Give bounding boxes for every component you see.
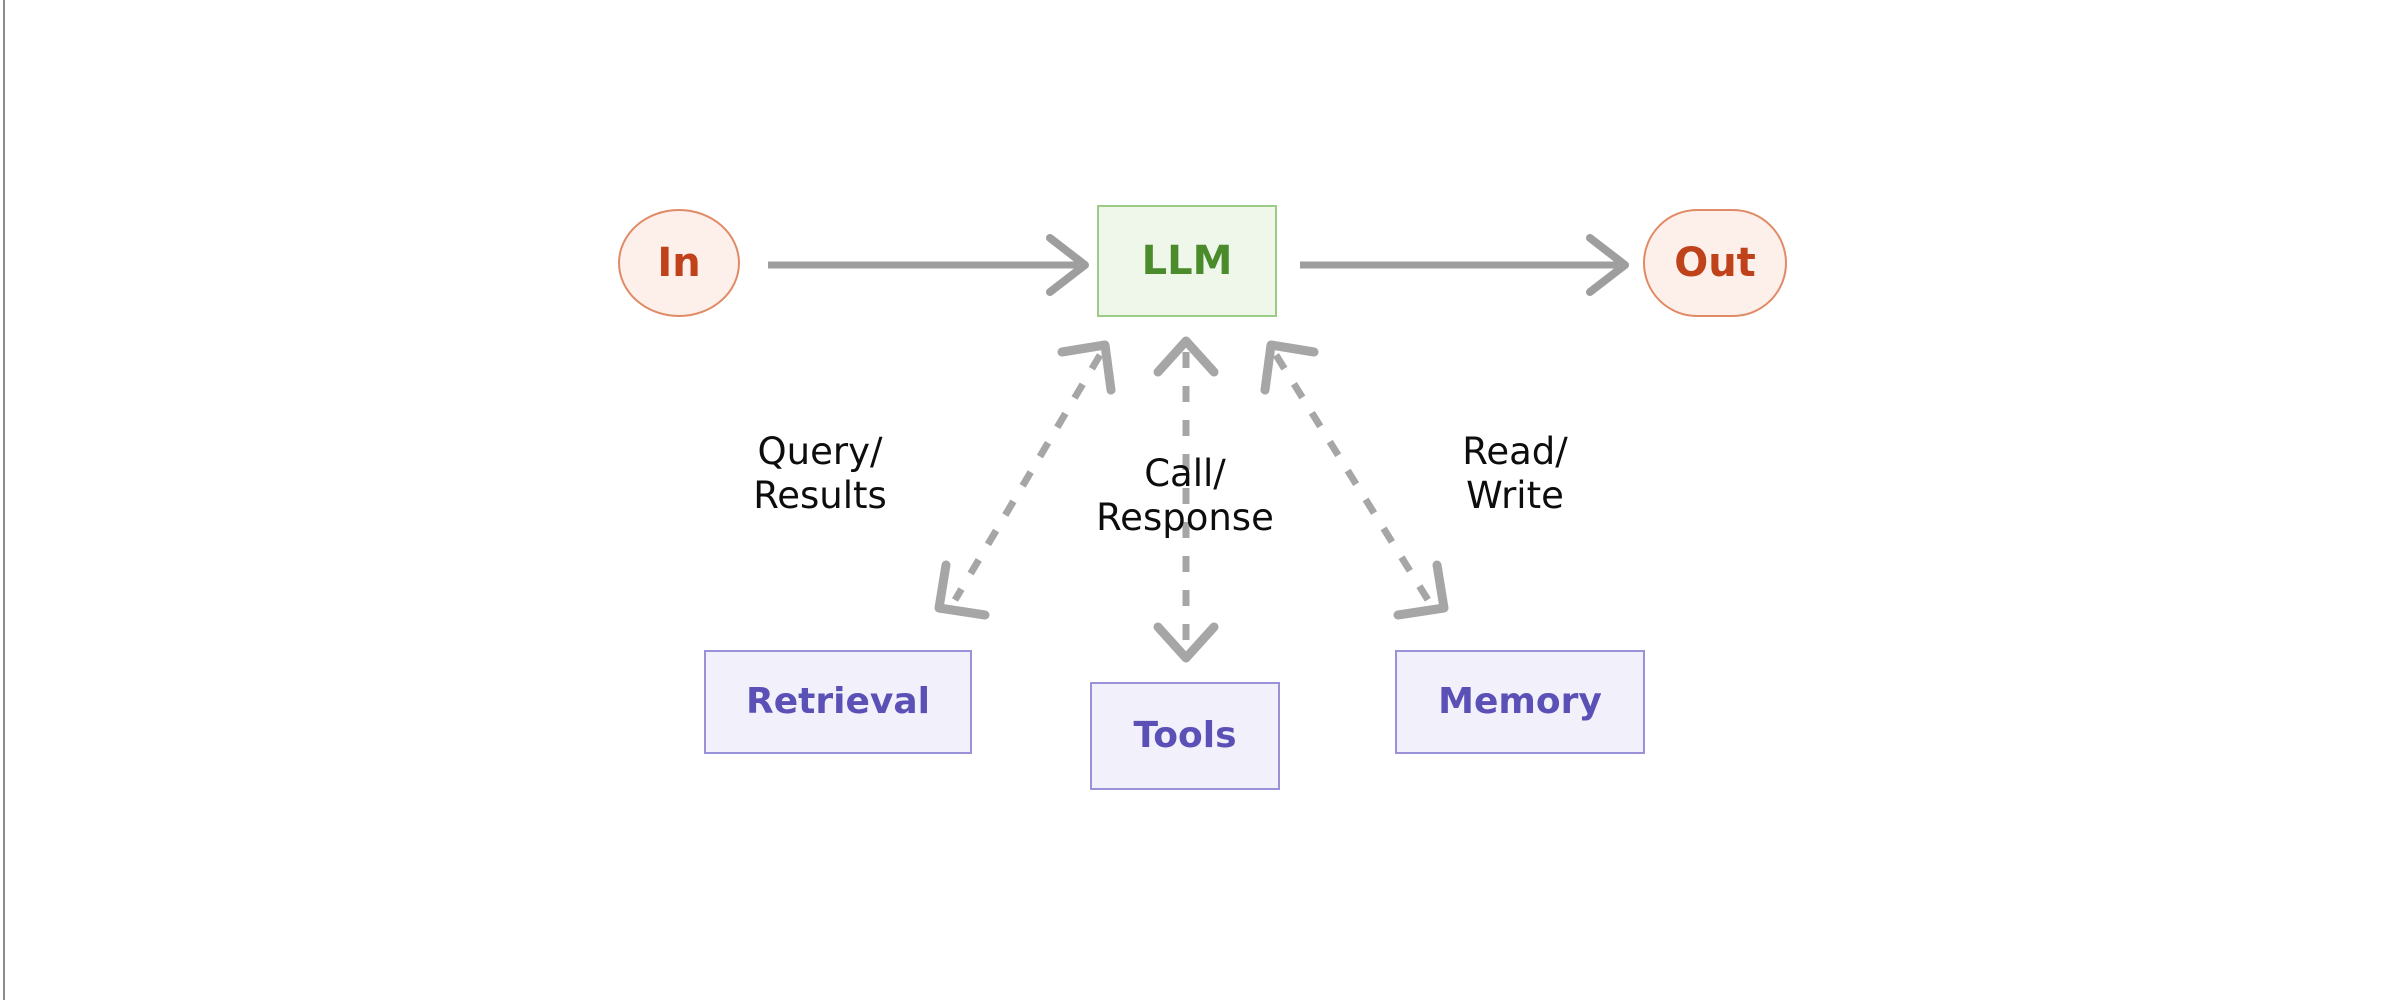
frame-left-rule <box>3 0 5 1000</box>
node-tools-label: Tools <box>1133 715 1237 757</box>
node-in-label: In <box>657 240 701 286</box>
edge-label-read-write: Read/ Write <box>1462 430 1568 517</box>
edge-label-query-results: Query/ Results <box>753 430 887 517</box>
node-tools[interactable]: Tools <box>1090 682 1280 790</box>
edge-label-call-response: Call/ Response <box>1096 452 1274 539</box>
edge-llm-to-out <box>1300 234 1629 296</box>
node-memory-label: Memory <box>1438 681 1602 723</box>
node-out[interactable]: Out <box>1643 209 1787 317</box>
edge-in-to-llm <box>768 234 1089 296</box>
node-retrieval[interactable]: Retrieval <box>704 650 972 754</box>
node-retrieval-label: Retrieval <box>746 681 930 723</box>
node-out-label: Out <box>1674 240 1756 286</box>
node-llm[interactable]: LLM <box>1097 205 1277 317</box>
node-llm-label: LLM <box>1141 238 1233 284</box>
node-in[interactable]: In <box>618 209 740 317</box>
node-memory[interactable]: Memory <box>1395 650 1645 754</box>
